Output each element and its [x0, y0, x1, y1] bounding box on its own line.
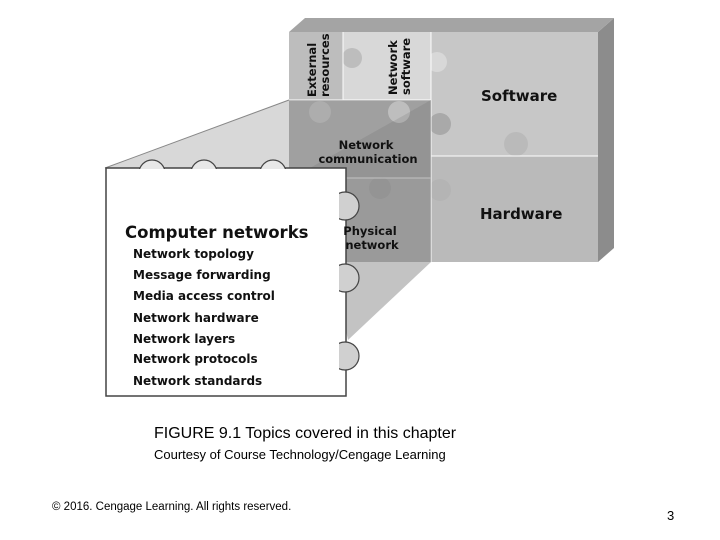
hardware-label: Hardware	[480, 205, 562, 223]
topic-item: Network layers	[133, 332, 235, 346]
topic-item: Media access control	[133, 289, 275, 303]
page-number: 3	[667, 508, 675, 523]
computer-networks-heading: Computer networks	[125, 223, 309, 242]
figure-caption: FIGURE 9.1 Topics covered in this chapte…	[154, 425, 457, 442]
back-block-top-face	[289, 18, 614, 32]
back-block-side-face	[598, 18, 614, 262]
hardware-piece	[431, 156, 598, 262]
topic-item: Network topology	[133, 247, 254, 261]
copyright-notice: © 2016. Cengage Learning. All rights res…	[52, 501, 292, 513]
front-puzzle-tile	[105, 159, 360, 397]
back-puzzle-knobs	[309, 48, 528, 214]
projection-top-edge	[104, 99, 290, 169]
physical-network-label: Physical network	[343, 224, 400, 252]
topic-list: Network topology Message forwarding Medi…	[133, 247, 275, 388]
network-topics-puzzle-figure: External resources Network software Soft…	[104, 18, 614, 397]
network-software-label: Network software	[386, 36, 413, 95]
back-seam-lines	[289, 32, 598, 262]
external-resources-label: External resources	[305, 33, 332, 97]
network-communication-label: Network communication	[318, 138, 417, 166]
topic-item: Network protocols	[133, 352, 258, 366]
software-label: Software	[481, 87, 557, 105]
topic-item: Network standards	[133, 374, 262, 388]
topic-item: Network hardware	[133, 311, 259, 325]
projection-top	[105, 100, 431, 168]
external-resources-piece	[289, 32, 343, 100]
figure-credit: Courtesy of Course Technology/Cengage Le…	[154, 447, 446, 462]
topic-item: Message forwarding	[133, 268, 271, 282]
